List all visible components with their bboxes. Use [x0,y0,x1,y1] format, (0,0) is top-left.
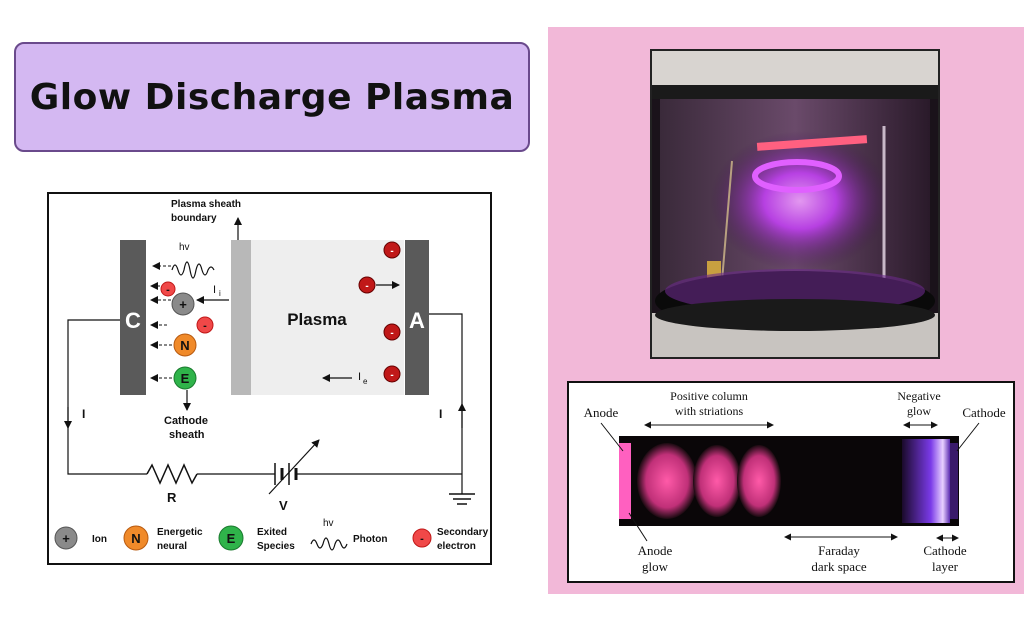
legend-ion-label: Ion [92,534,107,545]
cathode-layer-region [950,443,958,519]
plasma-electron-icon [358,276,376,294]
plasma-electron-icon [383,365,401,383]
plasma-chamber-illustration [652,51,938,357]
cathode-electrode [120,240,146,395]
svg-text:-: - [365,281,368,292]
svg-text:hv: hv [323,518,334,529]
plasma-electron-icon [383,241,401,259]
negative-glow-label-2: glow [907,404,931,418]
anode-glow-label-2: glow [642,559,669,574]
discharge-tube-diagram: Anode Positive column with striations Ne… [567,381,1015,583]
svg-text:N: N [131,531,140,546]
excited-species-icon [173,366,197,390]
legend-excited-label-1: Exited [257,527,287,538]
svg-text:-: - [203,320,207,332]
anode-label: Anode [584,405,619,420]
svg-text:-: - [420,533,424,545]
svg-text:-: - [390,328,393,339]
negative-glow-region [902,439,950,523]
svg-text:I: I [213,284,216,296]
striation [737,445,781,517]
cathode-sheath-label-2: sheath [169,429,205,441]
secondary-electron-icon [196,316,214,334]
legend-neutral-label-2: neural [157,541,187,552]
faraday-label-1: Faraday [818,543,860,558]
faraday-label-2: dark space [811,559,866,574]
plasma-region [234,240,404,395]
svg-text:I: I [358,371,361,383]
resistor-label: R [167,490,177,505]
svg-text:+: + [62,531,70,546]
circuit-wire-left [67,319,147,475]
svg-text:I: I [82,407,85,421]
positive-column-label-2: with striations [675,404,744,418]
anode-glow-label-1: Anode [638,543,673,558]
legend-neutral-icon [123,525,149,551]
svg-text:i: i [219,289,221,298]
striation [693,445,741,517]
svg-text:-: - [390,370,393,381]
plasma-chamber-photo [650,49,940,359]
voltage-label: V [279,498,288,513]
resistor-icon [146,463,198,485]
cathode-label: C [125,308,141,333]
positive-column-label-1: Positive column [670,389,748,403]
glow-discharge-diagram: Plasma sheath boundary C A Plasma hv - +… [47,192,492,565]
cathode-label: Cathode [962,405,1006,420]
legend-ion-icon [54,526,78,550]
legend-neutral-label-1: Energetic [157,527,203,538]
legend-excited-icon [218,525,244,551]
legend-electron-label-1: Secondary [437,527,489,538]
plasma-label: Plasma [287,310,347,329]
svg-text:+: + [179,297,187,312]
svg-text:N: N [180,338,189,353]
legend-electron-icon [412,528,432,548]
ion-icon [171,292,195,316]
anode-electrode [405,240,429,395]
svg-text:-: - [166,284,170,296]
legend-excited-label-2: Species [257,541,295,552]
svg-text:E: E [227,531,236,546]
svg-text:E: E [181,371,190,386]
legend-photon-icon [310,537,348,551]
cathode-sheath-label-1: Cathode [164,415,208,427]
plasma-sheath-boundary [231,240,251,395]
anode-glow-region [619,443,631,519]
svg-text:-: - [390,246,393,257]
sheath-boundary-label-2: boundary [171,213,217,224]
anode-label: A [409,308,425,333]
circuit-wire-right [429,313,463,494]
svg-text:I: I [439,407,442,421]
striation [637,443,697,519]
legend-electron-label-2: electron [437,541,476,552]
hv-label: hv [179,242,190,253]
svg-text:e: e [363,377,368,386]
plasma-electron-icon [383,323,401,341]
page-title: Glow Discharge Plasma [29,76,515,118]
cathode-layer-label-1: Cathode [923,543,967,558]
title-box: Glow Discharge Plasma [14,42,530,152]
cathode-layer-label-2: layer [932,559,959,574]
sheath-boundary-label-1: Plasma sheath [171,199,241,210]
legend-photon-label: Photon [353,534,387,545]
energetic-neutral-icon [173,333,197,357]
negative-glow-label-1: Negative [897,389,940,403]
secondary-electron-icon [160,281,176,297]
photon-wave-icon [171,261,215,279]
